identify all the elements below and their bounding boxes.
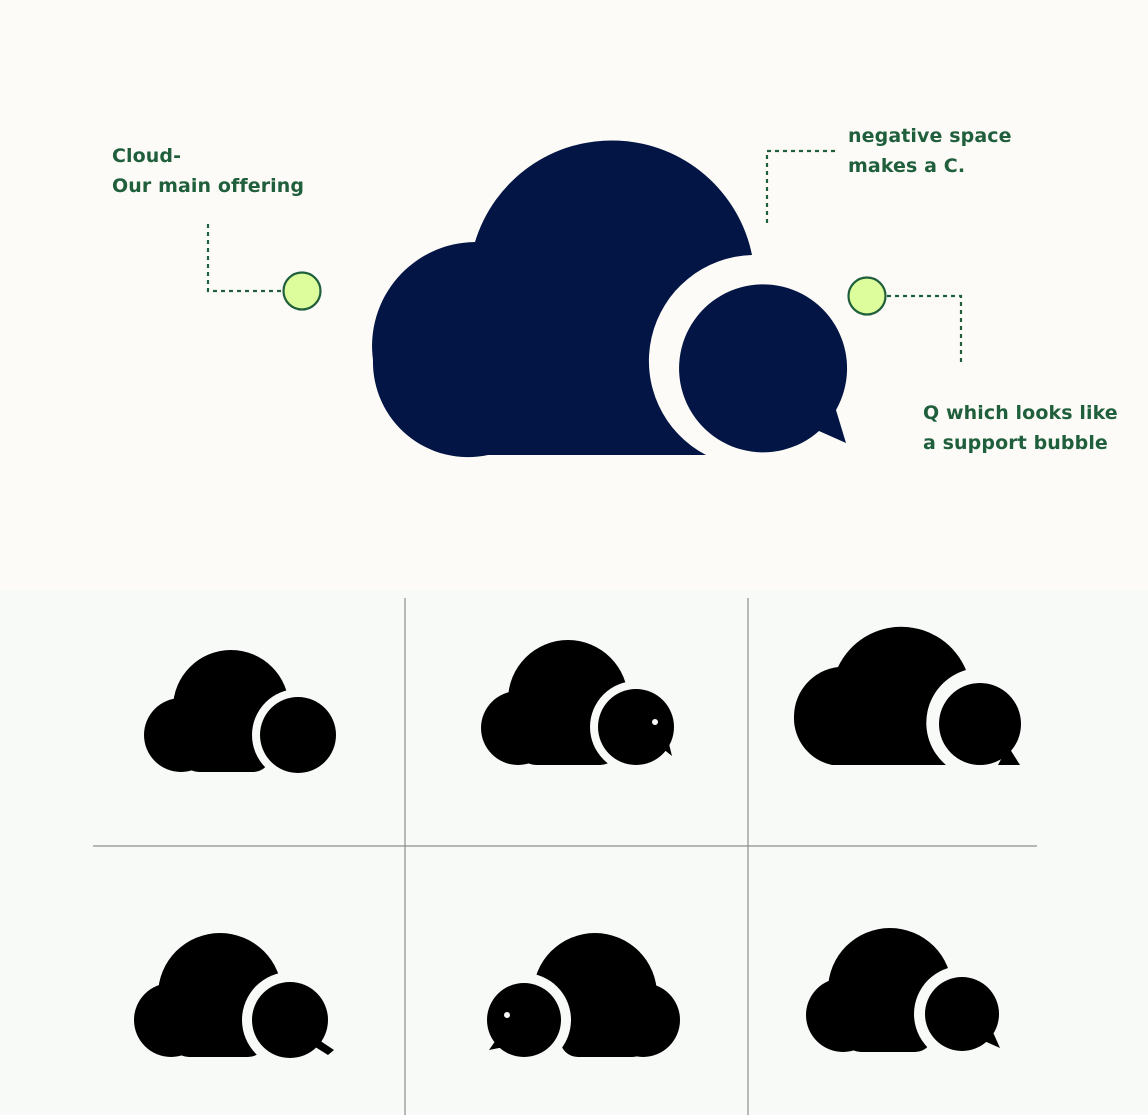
q-annotation-line2: a support bubble xyxy=(923,432,1108,454)
q-marker xyxy=(847,276,887,316)
cloud-annotation-line1: Cloud- xyxy=(112,145,182,167)
variant-magnifier xyxy=(134,933,338,1068)
variant-flat-base xyxy=(793,626,1021,765)
negative-space-annotation-line2: makes a C. xyxy=(848,155,966,177)
q-annotation-line1: Q which looks like xyxy=(923,402,1118,424)
negative-space-annotation: negative space makes a C. xyxy=(848,121,1012,181)
cloud-annotation-line2: Our main offering xyxy=(112,175,305,197)
main-cloud-logo xyxy=(372,140,752,458)
variant-bubble-left xyxy=(477,933,680,1067)
cloud-marker xyxy=(282,271,322,311)
negative-space-annotation-line1: negative space xyxy=(848,125,1012,147)
variant-plain-bubble xyxy=(144,650,344,781)
logo-variations-grid xyxy=(0,590,1148,1115)
q-callout-line xyxy=(887,294,963,362)
main-logo-illustration xyxy=(206,140,963,458)
negative-space-callout-line xyxy=(765,149,835,226)
cloud-callout-line xyxy=(206,224,282,293)
q-support-bubble xyxy=(679,284,848,453)
q-annotation: Q which looks like a support bubble xyxy=(923,398,1118,458)
cloud-annotation: Cloud- Our main offering xyxy=(112,141,304,201)
variant-tail-right xyxy=(806,928,1010,1062)
variant-bubble-with-dot xyxy=(481,640,682,773)
